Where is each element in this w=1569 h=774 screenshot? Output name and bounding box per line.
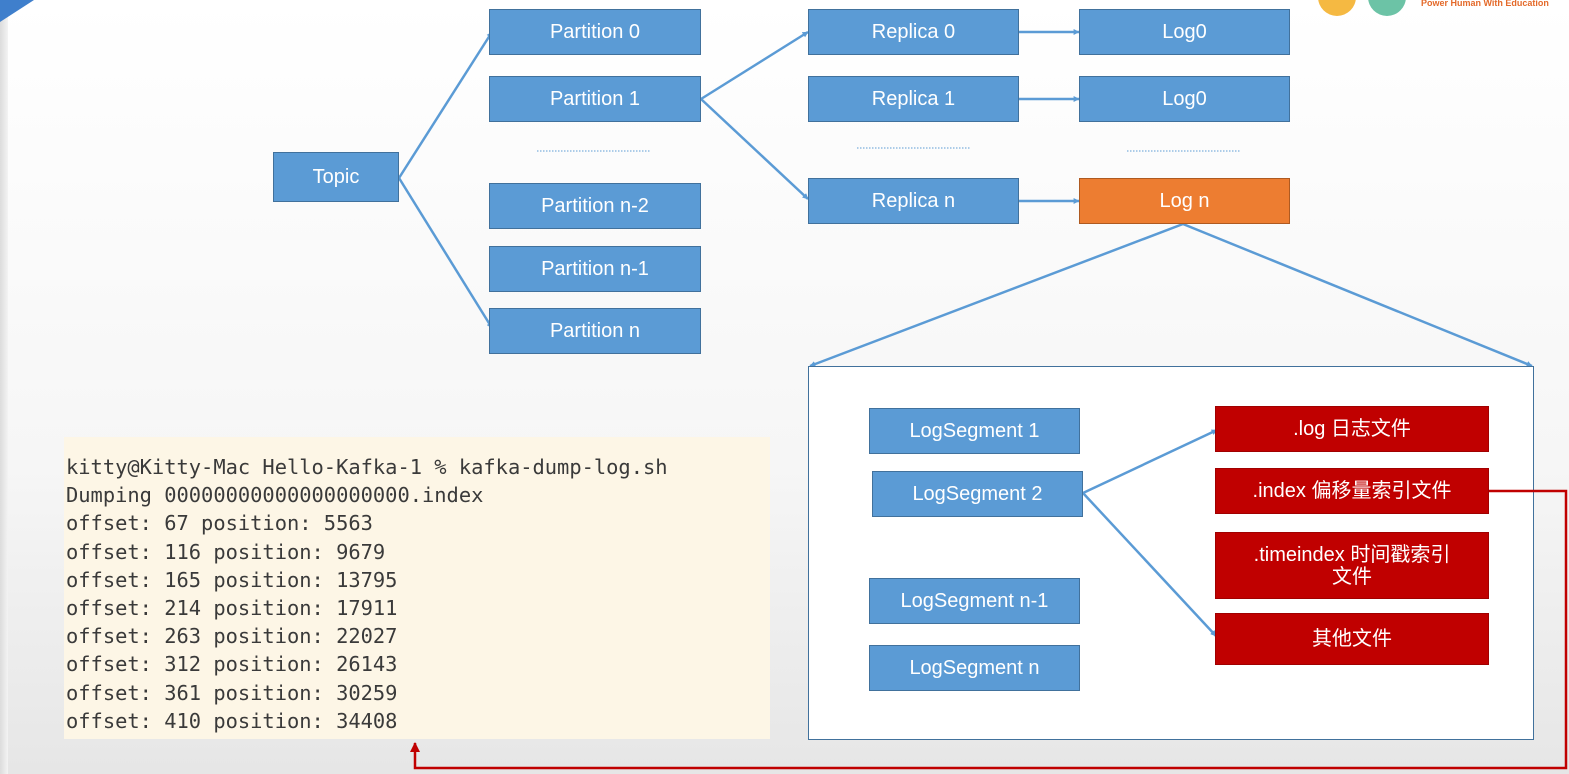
terminal-output: kitty@Kitty-Mac Hello-Kafka-1 % kafka-du… [64,437,770,739]
terminal-line: offset: 165 position: 13795 [66,567,398,592]
logo-circle-orange [1318,0,1356,16]
left-edge-strip [0,0,8,774]
terminal-line: offset: 361 position: 30259 [66,680,398,705]
terminal-line: offset: 410 position: 34408 [66,708,398,733]
partition-1-box: Partition 1 [489,76,701,122]
corner-accent [0,0,34,22]
log-segment-n-1-box: LogSegment n-1 [869,578,1080,624]
timeindex-file-box: .timeindex 时间戳索引 文件 [1215,532,1489,599]
arrow-topic-partition-n [397,177,494,329]
arrow-segment2-log-file [1082,428,1218,495]
partition-n-1-box: Partition n-1 [489,246,701,292]
index-file-box: .index 偏移量索引文件 [1215,468,1489,514]
logo-circle-green [1368,0,1406,16]
terminal-prompt-line: kitty@Kitty-Mac Hello-Kafka-1 % kafka-du… [66,455,668,479]
replica-n-box: Replica n [808,178,1019,224]
replica-0-box: Replica 0 [808,9,1019,55]
arrow-logn-frame-right [1182,222,1533,368]
log-0-second-box: Log0 [1079,76,1290,122]
brand-logo: Power Human With Education [1318,0,1569,16]
log-segment-n-box: LogSegment n [869,645,1080,691]
terminal-line: Dumping 00000000000000000000.index [66,483,484,508]
log-file-box: .log 日志文件 [1215,406,1489,452]
terminal-line: offset: 312 position: 26143 [66,652,398,677]
terminal-line: offset: 214 position: 17911 [66,596,398,621]
arrow-logn-frame-left [809,222,1184,368]
log-segment-2-box: LogSegment 2 [872,471,1083,517]
terminal-line: offset: 116 position: 9679 [66,539,386,564]
terminal-line: offset: 263 position: 22027 [66,624,398,649]
replica-1-box: Replica 1 [808,76,1019,122]
partition-n-2-box: Partition n-2 [489,183,701,229]
log-0-box: Log0 [1079,9,1290,55]
arrow-topic-partition-0 [397,31,494,179]
partition-0-box: Partition 0 [489,9,701,55]
partition-n-box: Partition n [489,308,701,354]
arrow-partition1-replica0 [700,30,809,101]
topic-box: Topic [273,152,399,202]
log-segment-1-box: LogSegment 1 [869,408,1080,454]
terminal-line: offset: 67 position: 5563 [66,511,373,536]
arrow-segment2-other-files [1082,492,1217,637]
other-files-box: 其他文件 [1215,613,1489,665]
log-n-box: Log n [1079,178,1290,224]
red-elbow-arrow [410,489,1568,770]
arrow-partition1-replican [700,98,809,200]
logo-tagline: Power Human With Education [1421,0,1549,8]
